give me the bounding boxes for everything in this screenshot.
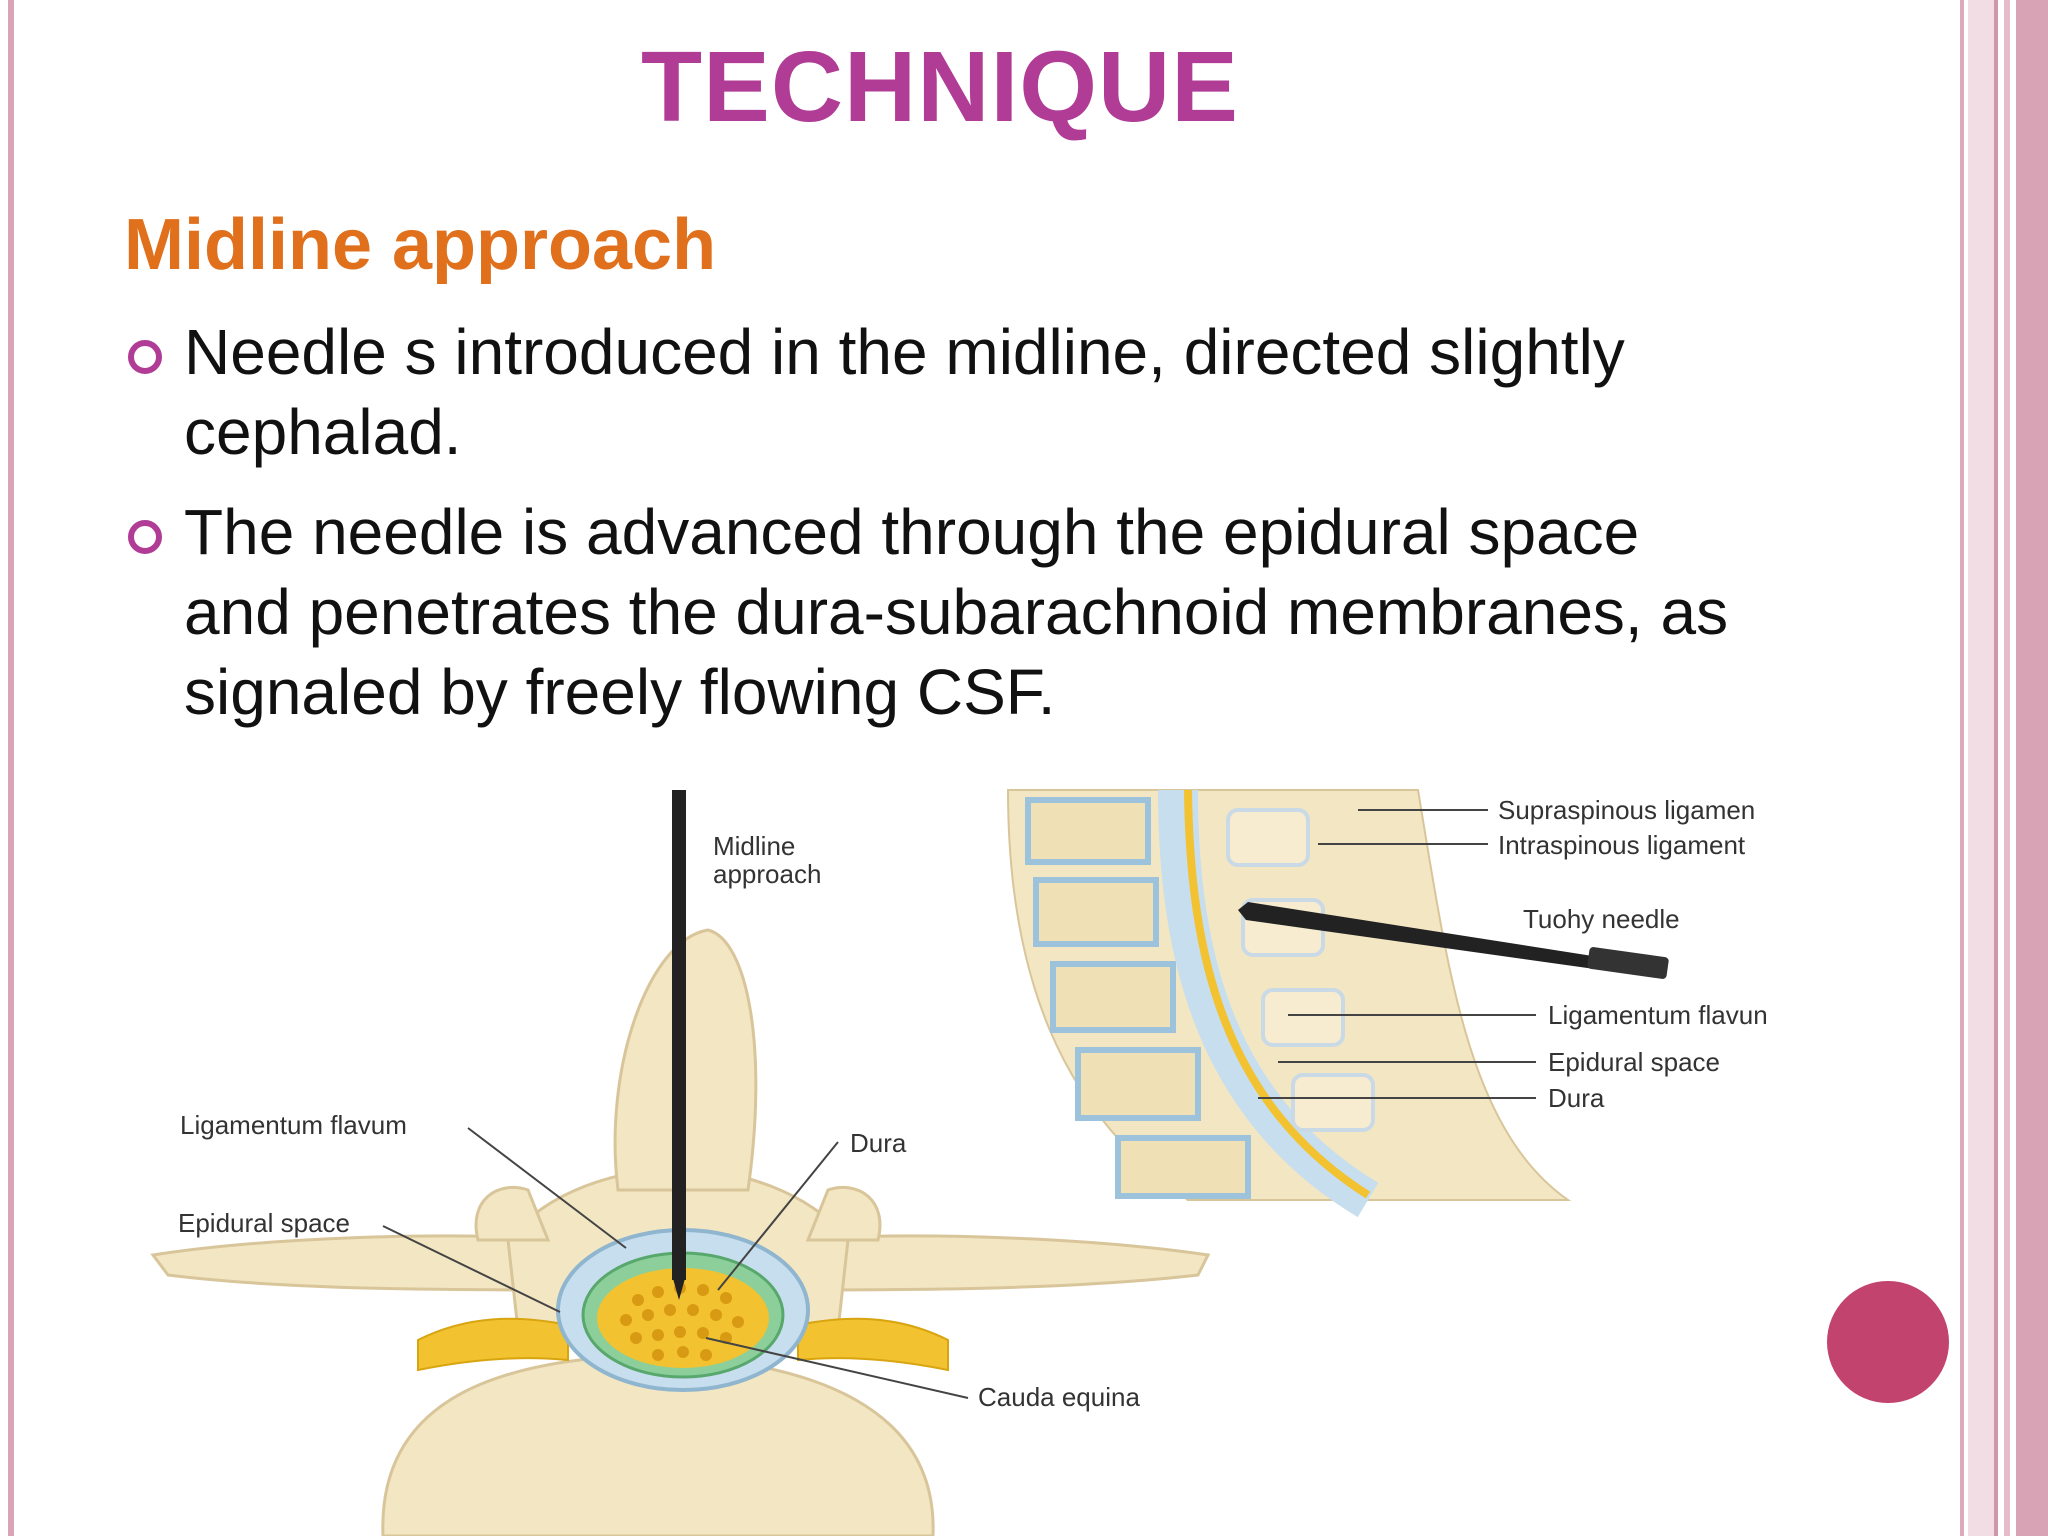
left-border [8, 0, 14, 1536]
spinal-anatomy-figure: Midline approach Ligamentum flavum Epidu… [150, 789, 1768, 1536]
sagittal-section [1006, 789, 1669, 1218]
slide-title: TECHNIQUE [641, 31, 1239, 143]
bullet-1-line-2: cephalad. [184, 396, 462, 468]
right-decorative-stripes [1958, 0, 2048, 1536]
decorative-circle [1827, 1281, 1949, 1403]
label-intraspinous: Intraspinous ligament [1498, 830, 1746, 860]
label-cauda-equina: Cauda equina [978, 1382, 1140, 1412]
bullet-2: The needle is advanced through the epidu… [184, 492, 1904, 732]
label-ligamentum-flavum-right: Ligamentum flavun [1548, 1000, 1768, 1030]
label-dura-left: Dura [850, 1128, 907, 1158]
bullet-1-line-1: Needle s introduced in the midline, dire… [184, 316, 1625, 388]
label-midline-approach-1: Midline [713, 831, 795, 861]
bullet-2-marker [128, 520, 162, 554]
section-heading: Midline approach [124, 205, 717, 285]
label-midline-approach-2: approach [713, 859, 821, 889]
label-ligamentum-flavum-left: Ligamentum flavum [180, 1110, 407, 1140]
bullet-2-line-1: The needle is advanced through the epidu… [184, 496, 1640, 568]
bullet-1: Needle s introduced in the midline, dire… [184, 312, 1904, 472]
vertebra-cross-section [150, 790, 1211, 1536]
bullet-2-line-3: signaled by freely flowing CSF. [184, 656, 1056, 728]
label-epidural-space-left: Epidural space [178, 1208, 350, 1238]
label-supraspinous: Supraspinous ligamen [1498, 795, 1755, 825]
label-epidural-space-right: Epidural space [1548, 1047, 1720, 1077]
bullet-1-marker [128, 340, 162, 374]
bullet-2-line-2: and penetrates the dura-subarachnoid mem… [184, 576, 1729, 648]
label-tuohy-needle: Tuohy needle [1523, 904, 1680, 934]
label-dura-right: Dura [1548, 1083, 1605, 1113]
